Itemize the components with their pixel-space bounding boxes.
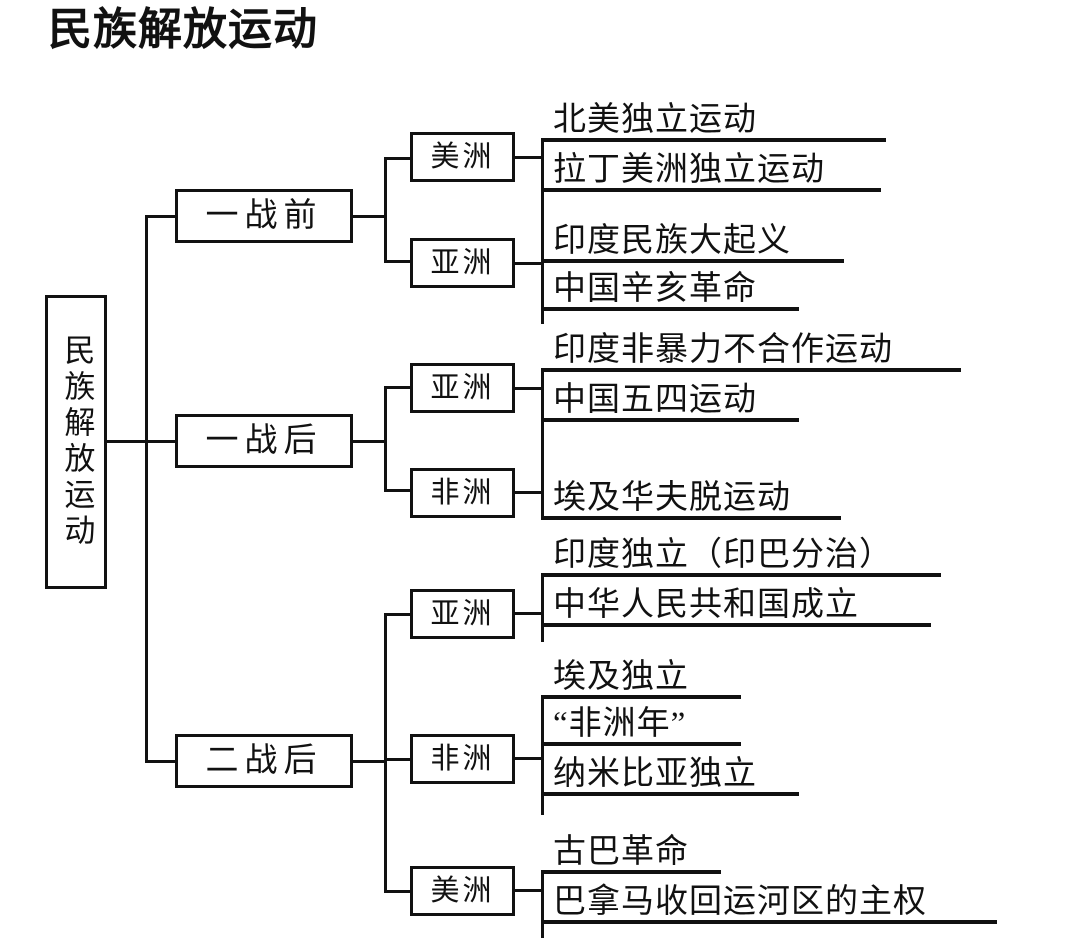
leaf-north-america-independence-label: 北美独立运动: [553, 102, 757, 138]
connector-root-spine: [145, 215, 148, 763]
leaf-cuban-revolution[interactable]: 古巴革命: [541, 828, 721, 874]
connector-post-wwi-africa-bracket: [541, 476, 544, 520]
connector-post-wwii-africa-bracket: [541, 698, 544, 815]
connector-post-wwii-america-stub: [515, 889, 543, 892]
leaf-indian-independence-partition[interactable]: 印度独立（印巴分治）: [541, 531, 941, 577]
page-title: 民族解放运动: [48, 5, 318, 54]
leaf-year-of-africa-label: “非洲年”: [553, 706, 687, 742]
connector-pre-wwi-stub: [353, 215, 386, 218]
root-node: 民族解放运动: [45, 295, 107, 589]
leaf-prc-founding[interactable]: 中华人民共和国成立: [541, 577, 931, 627]
connector-post-wwii-bracket: [384, 613, 387, 893]
leaf-may-fourth-movement[interactable]: 中国五四运动: [541, 372, 799, 422]
connector-post-wwii-america-bracket: [541, 873, 544, 938]
leaf-namibia-independence[interactable]: 纳米比亚独立: [541, 746, 799, 796]
region-node-pre-wwi-asia-label: 亚洲: [430, 246, 495, 279]
era-node-post-wwi-label: 一战后: [205, 422, 323, 459]
connector-pre-wwi-to-asia: [384, 260, 412, 263]
leaf-indian-rebellion-label: 印度民族大起义: [553, 223, 791, 259]
region-node-post-wwii-africa[interactable]: 非洲: [410, 734, 515, 784]
connector-pre-wwi-america-stub: [515, 156, 543, 159]
leaf-egypt-independence[interactable]: 埃及独立: [541, 653, 741, 699]
region-node-post-wwii-america-label: 美洲: [430, 874, 495, 907]
leaf-indian-rebellion[interactable]: 印度民族大起义: [541, 217, 844, 263]
connector-post-wwi-africa-stub: [515, 491, 543, 494]
connector-post-wwi-asia-bracket: [541, 371, 544, 511]
connector-post-wwi-stub: [353, 440, 386, 443]
leaf-namibia-independence-label: 纳米比亚独立: [553, 756, 757, 792]
region-node-post-wwi-africa-label: 非洲: [430, 476, 495, 509]
leaf-may-fourth-movement-label: 中国五四运动: [553, 382, 757, 418]
connector-post-wwii-to-america: [384, 890, 412, 893]
leaf-indian-non-cooperation-label: 印度非暴力不合作运动: [553, 332, 893, 368]
leaf-egypt-wafd-movement[interactable]: 埃及华夫脱运动: [541, 469, 841, 520]
connector-spine-pre-wwi: [145, 215, 177, 218]
connector-pre-wwi-asia-stub: [515, 262, 543, 265]
connector-post-wwii-to-asia: [384, 613, 412, 616]
era-node-post-wwii[interactable]: 二战后: [175, 734, 353, 788]
connector-pre-wwi-america-bracket: [541, 141, 544, 278]
leaf-cuban-revolution-label: 古巴革命: [553, 834, 689, 870]
leaf-panama-canal-sovereignty[interactable]: 巴拿马收回运河区的主权: [541, 874, 997, 924]
leaf-prc-founding-label: 中华人民共和国成立: [553, 587, 859, 623]
leaf-year-of-africa[interactable]: “非洲年”: [541, 699, 741, 746]
connector-post-wwii-asia-bracket: [541, 576, 544, 642]
leaf-xinhai-revolution-label: 中国辛亥革命: [553, 271, 757, 307]
region-node-post-wwii-asia-label: 亚洲: [430, 597, 495, 630]
connector-post-wwii-stub: [353, 760, 386, 763]
root-node-label: 民族解放运动: [59, 334, 95, 550]
connector-pre-wwi-asia-bracket: [541, 246, 544, 324]
connector-post-wwi-asia-stub: [515, 387, 543, 390]
connector-post-wwii-africa-stub: [515, 757, 543, 760]
leaf-latin-america-independence-label: 拉丁美洲独立运动: [553, 152, 825, 188]
region-node-post-wwii-africa-label: 非洲: [430, 742, 495, 775]
era-node-post-wwi[interactable]: 一战后: [175, 414, 353, 468]
leaf-xinhai-revolution[interactable]: 中国辛亥革命: [541, 263, 799, 311]
connector-pre-wwi-bracket: [384, 157, 387, 263]
region-node-post-wwi-asia[interactable]: 亚洲: [410, 363, 515, 413]
region-node-post-wwii-asia[interactable]: 亚洲: [410, 589, 515, 639]
connector-post-wwi-to-africa: [384, 489, 412, 492]
region-node-post-wwi-africa[interactable]: 非洲: [410, 468, 515, 518]
leaf-egypt-independence-label: 埃及独立: [553, 659, 689, 695]
connector-pre-wwi-to-america: [384, 157, 412, 160]
era-node-post-wwii-label: 二战后: [205, 742, 323, 779]
connector-post-wwi-to-asia: [384, 386, 412, 389]
connector-root-stub: [107, 440, 147, 443]
connector-post-wwi-bracket: [384, 386, 387, 492]
connector-spine-post-wwii: [145, 760, 177, 763]
era-node-pre-wwi-label: 一战前: [205, 197, 323, 234]
leaf-indian-independence-partition-label: 印度独立（印巴分治）: [553, 537, 893, 573]
leaf-indian-non-cooperation[interactable]: 印度非暴力不合作运动: [541, 326, 961, 372]
leaf-egypt-wafd-movement-label: 埃及华夫脱运动: [553, 480, 791, 516]
leaf-north-america-independence[interactable]: 北美独立运动: [541, 96, 886, 142]
connector-spine-post-wwi: [145, 440, 177, 443]
region-node-pre-wwi-america[interactable]: 美洲: [410, 132, 515, 182]
era-node-pre-wwi[interactable]: 一战前: [175, 189, 353, 243]
region-node-pre-wwi-asia[interactable]: 亚洲: [410, 238, 515, 288]
region-node-post-wwi-asia-label: 亚洲: [430, 371, 495, 404]
leaf-latin-america-independence[interactable]: 拉丁美洲独立运动: [541, 142, 881, 192]
connector-post-wwii-asia-stub: [515, 612, 543, 615]
connector-post-wwii-to-africa: [384, 758, 412, 761]
region-node-pre-wwi-america-label: 美洲: [430, 140, 495, 173]
leaf-panama-canal-sovereignty-label: 巴拿马收回运河区的主权: [553, 884, 927, 920]
region-node-post-wwii-america[interactable]: 美洲: [410, 866, 515, 916]
